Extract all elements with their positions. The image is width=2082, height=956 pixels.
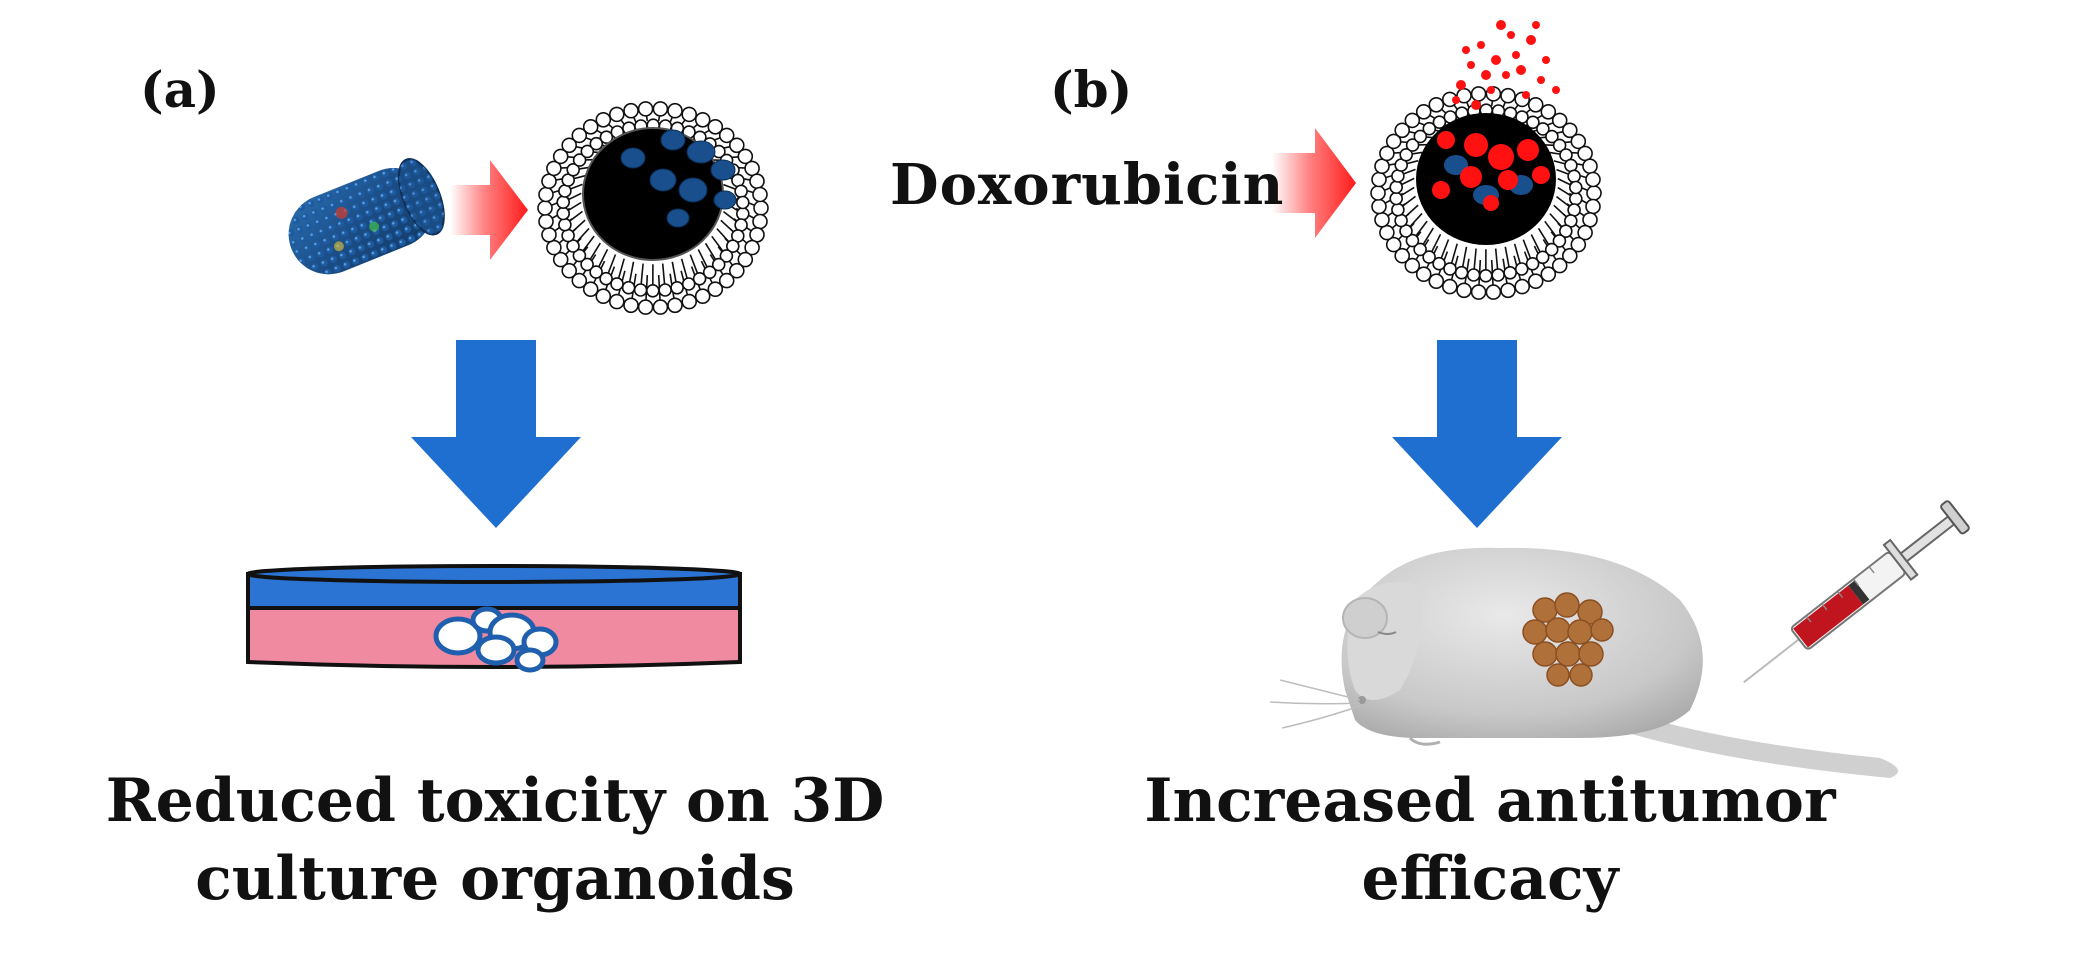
micelle-icon	[537, 88, 769, 315]
organoid-cluster-icon	[433, 606, 559, 673]
panel-a-label: (a)	[140, 60, 220, 119]
transition-arrow-b	[1272, 128, 1356, 238]
caption-a-line-2: culture organoids	[195, 844, 795, 914]
culture-dish-icon	[246, 564, 742, 673]
caption-panel-a: Reduced toxicity on 3D culture organoids	[70, 762, 920, 918]
tumor-icon	[1522, 592, 1614, 687]
caption-a-line-1: Reduced toxicity on 3D	[105, 766, 885, 836]
syringe-icon	[1743, 500, 1970, 684]
drug-loaded-micelle-icon	[1370, 20, 1602, 300]
nanocarrier-cylinder-icon	[288, 158, 445, 275]
caption-b-line-2: efficacy	[1361, 844, 1619, 914]
whiskers	[1269, 679, 1361, 729]
down-arrow-a	[411, 340, 581, 528]
caption-panel-b: Increased antitumor efficacy	[1110, 762, 1870, 918]
panel-b-label: (b)	[1050, 60, 1133, 119]
transition-arrow-a	[450, 160, 528, 260]
caption-b-line-1: Increased antitumor	[1144, 766, 1836, 836]
mouse-icon	[1269, 547, 1898, 778]
down-arrow-b	[1392, 340, 1562, 528]
doxorubicin-label: Doxorubicin	[890, 152, 1285, 218]
